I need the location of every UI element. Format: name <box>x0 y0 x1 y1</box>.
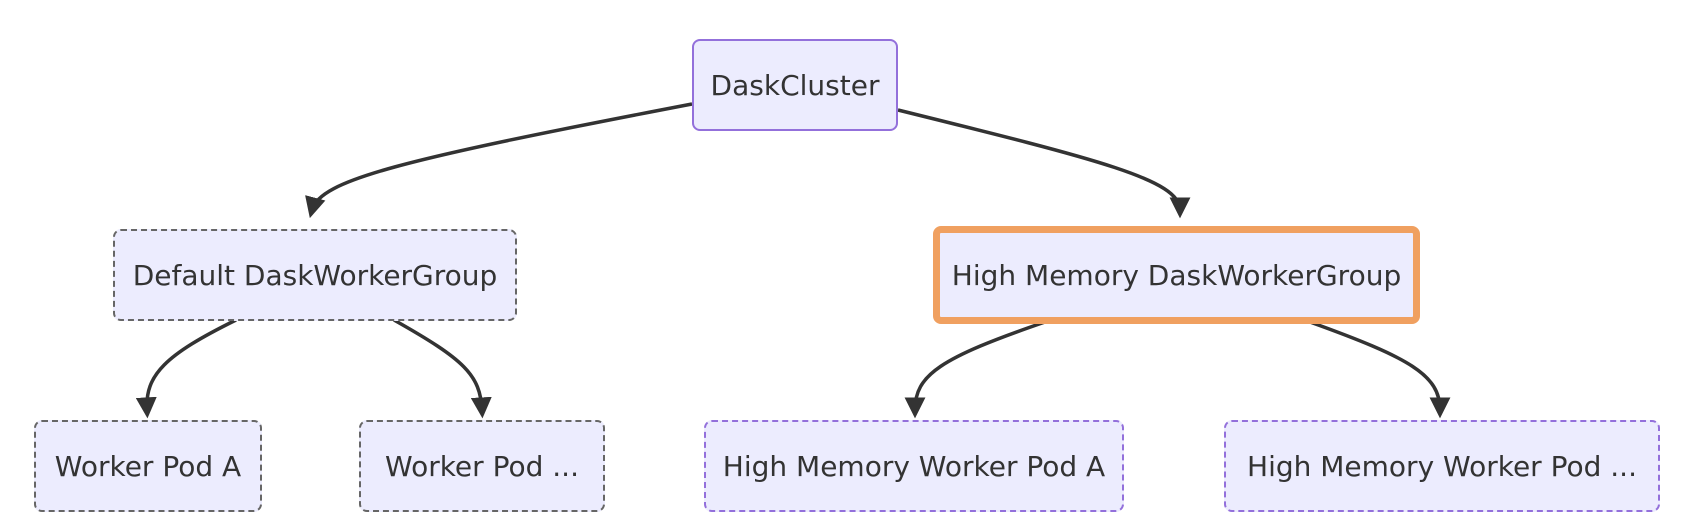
node-highmem-pod-more: High Memory Worker Pod ... <box>1224 420 1660 512</box>
edge-default-group-to-worker-pod-a <box>135 318 237 419</box>
node-dask-cluster: DaskCluster <box>692 39 898 131</box>
node-worker-pod-more-label: Worker Pod ... <box>385 449 579 483</box>
node-highmem-worker-group: High Memory DaskWorkerGroup <box>933 226 1420 324</box>
node-highmem-worker-group-label: High Memory DaskWorkerGroup <box>951 258 1402 292</box>
node-highmem-pod-a-label: High Memory Worker Pod A <box>722 449 1106 483</box>
node-worker-pod-a: Worker Pod A <box>34 420 262 512</box>
node-default-worker-group-label: Default DaskWorkerGroup <box>132 258 498 292</box>
node-default-worker-group: Default DaskWorkerGroup <box>113 229 517 321</box>
node-dask-cluster-label: DaskCluster <box>710 68 880 102</box>
node-highmem-pod-more-label: High Memory Worker Pod ... <box>1247 449 1637 483</box>
edge-root-to-highmem-group <box>897 108 1191 219</box>
node-highmem-pod-a: High Memory Worker Pod A <box>704 420 1124 512</box>
edge-highmem-group-to-highmem-pod-a <box>904 320 1046 419</box>
edge-highmem-group-to-highmem-pod-more <box>1309 320 1451 419</box>
edge-root-to-default-group <box>305 102 693 219</box>
edge-default-group-to-worker-pod-more <box>393 318 492 419</box>
node-worker-pod-a-label: Worker Pod A <box>54 449 242 483</box>
node-worker-pod-more: Worker Pod ... <box>359 420 605 512</box>
